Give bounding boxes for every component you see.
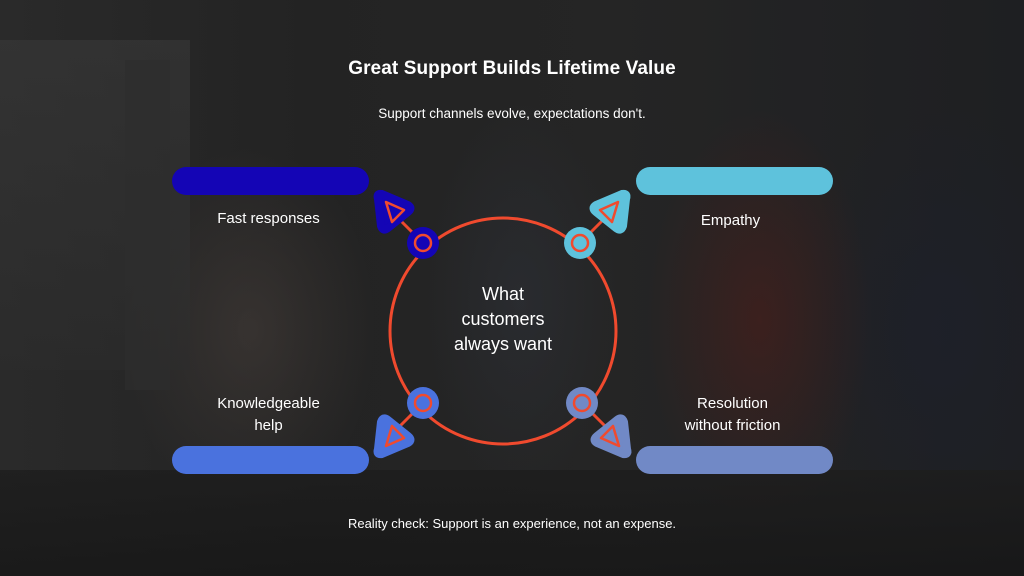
- reality-check-footer: Reality check: Support is an experience,…: [347, 516, 677, 531]
- pill-resolution: [636, 446, 833, 474]
- slide-subtitle: Support channels evolve, expectations do…: [378, 106, 646, 121]
- center-text-line: always want: [453, 334, 553, 354]
- triangle-arrow-icon: [590, 414, 632, 459]
- ring-node-icon: [407, 227, 439, 259]
- label-line: without friction: [684, 417, 781, 434]
- label-line: Resolution: [697, 395, 768, 412]
- pill-fast-responses: [172, 167, 369, 195]
- triangle-arrow-icon: [589, 189, 631, 234]
- slide-title: Great Support Builds Lifetime Value: [348, 58, 676, 79]
- pill-knowledgeable-help: [172, 446, 369, 474]
- background-curtain: [125, 60, 170, 390]
- background-desk: [0, 470, 1024, 576]
- center-text-line: What: [481, 284, 524, 304]
- center-ring: [388, 216, 618, 446]
- pill-empathy: [636, 167, 833, 195]
- center-text: What customers always want: [413, 282, 593, 357]
- label-line: help: [254, 417, 283, 434]
- label-resolution: Resolution without friction: [634, 393, 831, 437]
- label-line: Knowledgeable: [217, 395, 320, 412]
- ring-node-icon: [407, 387, 439, 419]
- label-knowledgeable-help: Knowledgeable help: [170, 393, 367, 437]
- triangle-arrow-icon: [373, 189, 415, 234]
- ring-node-icon: [564, 227, 596, 259]
- ring-node-icon: [566, 387, 598, 419]
- center-text-line: customers: [461, 309, 545, 329]
- triangle-arrow-icon: [373, 414, 415, 459]
- label-empathy: Empathy: [700, 212, 761, 229]
- label-fast-responses: Fast responses: [217, 210, 320, 227]
